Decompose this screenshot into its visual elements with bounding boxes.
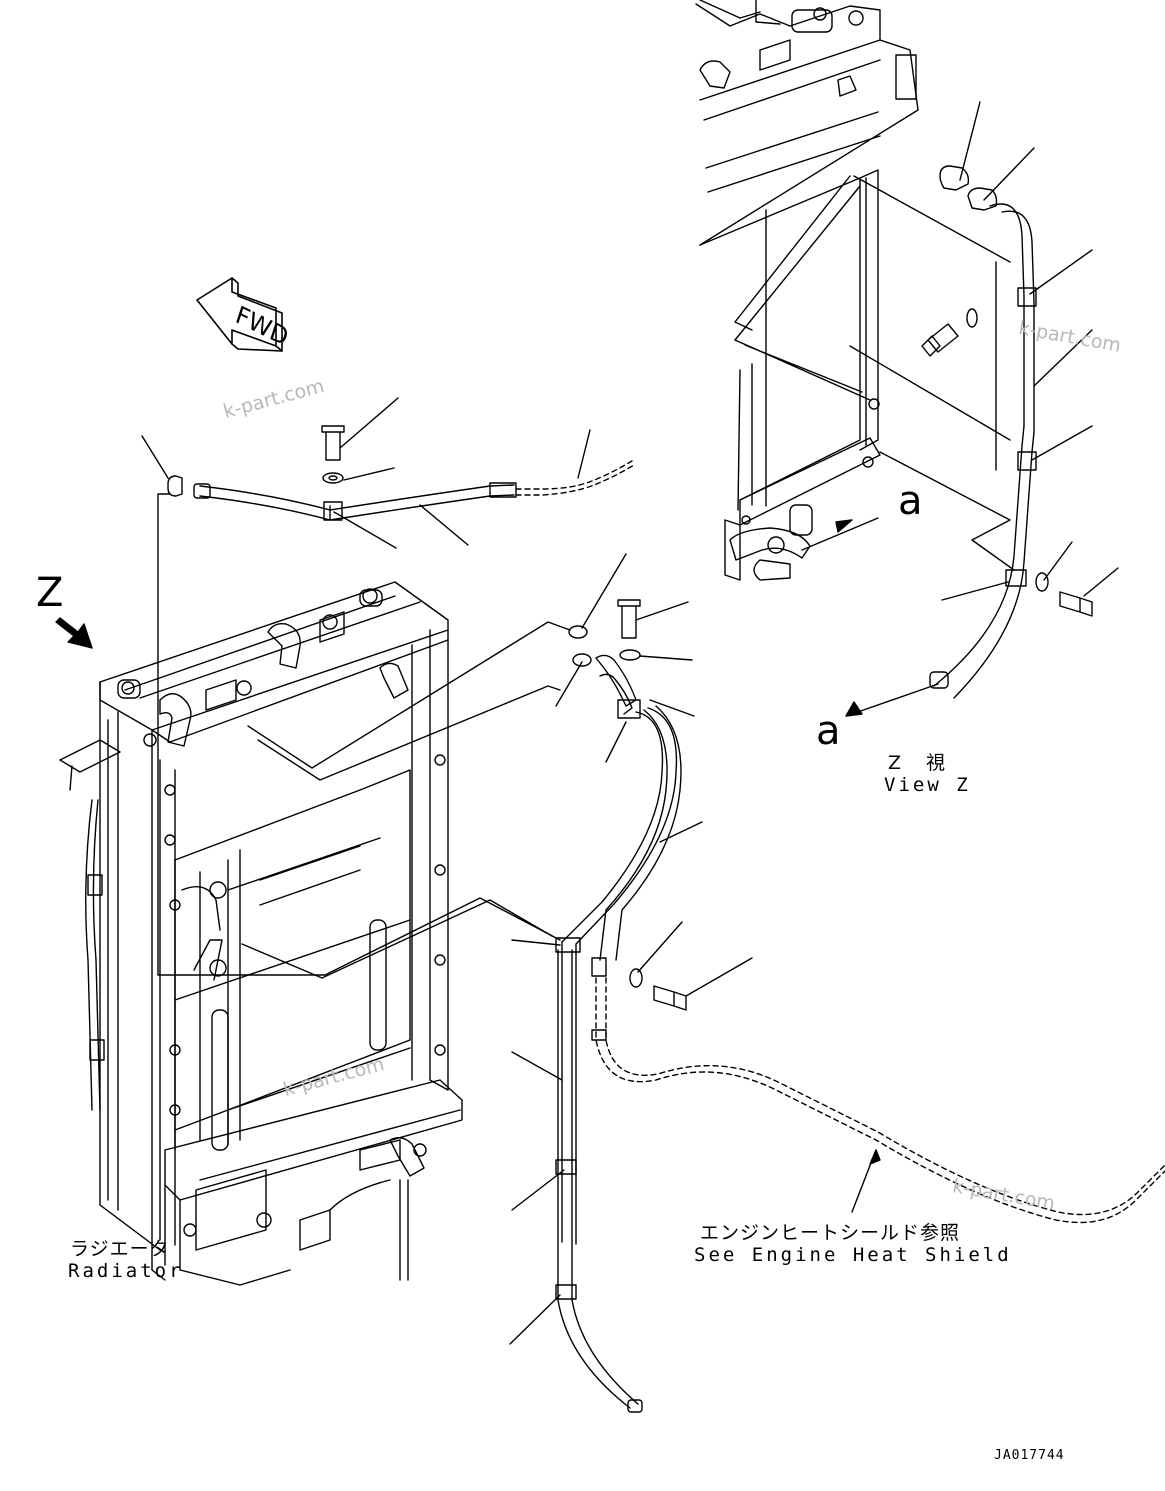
fwd-arrow-icon [196,277,283,352]
radiator-assembly [59,581,463,1286]
view-z-assembly [695,0,1119,717]
drain-hose-assembly [241,553,1165,1413]
heat-shield-label-en: See Engine Heat Shield [694,1244,1012,1266]
z-view-arrow-icon [55,617,93,649]
z-view-marker: Z [36,570,64,616]
heat-shield-label-jp: エンジンヒートシールド参照 [700,1222,961,1244]
view-z-label-en: View Z [884,774,971,796]
radiator-label-jp: ラジエータ [70,1238,170,1260]
a-marker-top: a [898,478,923,524]
view-z-label-jp: Z 視 [888,752,949,774]
drawing-code: JA017744 [994,1448,1065,1463]
a-marker-bottom: a [816,708,841,754]
radiator-label-en: Radiator [68,1260,184,1282]
